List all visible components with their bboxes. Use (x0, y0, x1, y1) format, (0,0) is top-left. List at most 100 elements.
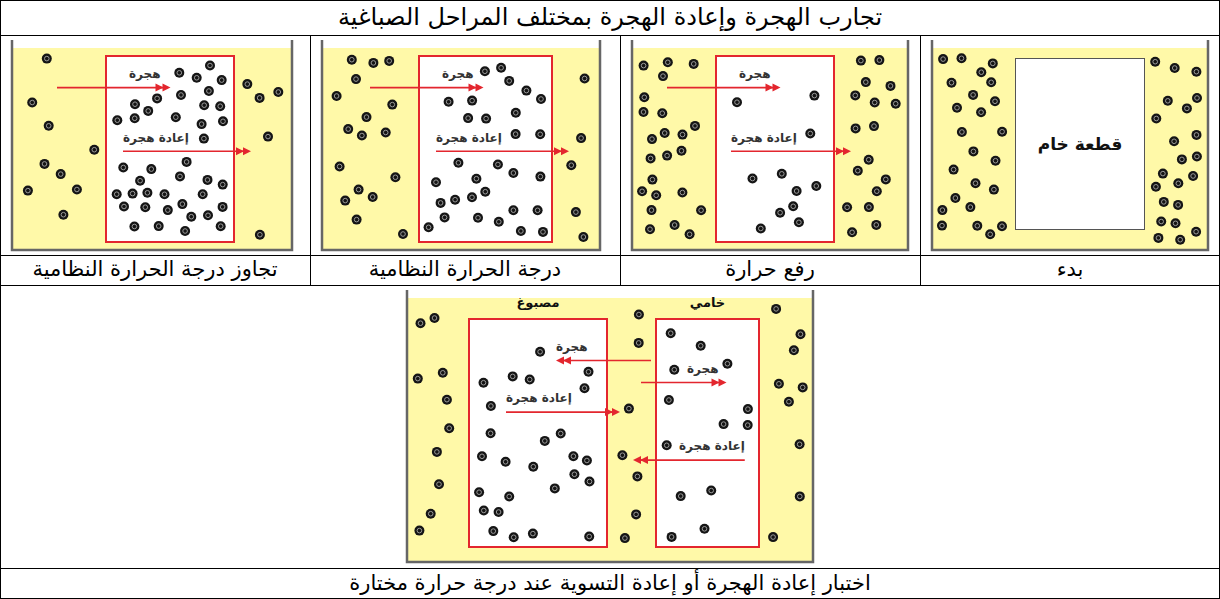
molecule-body (203, 210, 213, 220)
molecule-highlight (466, 116, 471, 121)
dye-molecule (143, 106, 153, 116)
molecule-body (1163, 96, 1173, 106)
molecule-highlight (558, 431, 563, 436)
sample-heading: خامي (690, 295, 725, 312)
dye-molecule (218, 116, 228, 126)
dye-molecule (354, 185, 364, 195)
molecule-highlight (660, 111, 665, 116)
molecule-highlight (266, 134, 271, 139)
molecule-body (535, 347, 545, 357)
molecule-body (186, 212, 196, 222)
molecule-highlight (370, 195, 375, 200)
molecule-highlight (866, 157, 871, 162)
molecule-body (976, 67, 986, 77)
dye-molecule (516, 226, 526, 236)
dye-molecule (794, 217, 804, 227)
molecule-body (777, 169, 787, 179)
molecule-body (152, 93, 162, 103)
dye-molecule (771, 304, 781, 314)
dye-molecule (387, 100, 397, 110)
fabric-fill (468, 318, 608, 548)
dye-molecule (645, 224, 655, 234)
dye-molecule (997, 127, 1007, 137)
migration-arrow (556, 356, 651, 364)
molecule-body (511, 108, 521, 118)
molecule-highlight (426, 225, 431, 230)
molecule-body (217, 75, 227, 85)
dye-molecule (347, 55, 357, 65)
dye-molecule (1191, 227, 1201, 237)
molecule-highlight (432, 316, 437, 321)
dye-molecule (853, 166, 863, 176)
molecule-body (952, 103, 962, 113)
molecule-highlight (893, 101, 898, 106)
molecule-highlight (531, 531, 536, 536)
molecule-body (847, 227, 857, 237)
molecule-highlight (853, 126, 858, 131)
molecule-highlight (725, 361, 730, 366)
molecule-highlight (1172, 139, 1177, 144)
dye-molecule (508, 168, 518, 178)
molecule-body (774, 379, 784, 389)
molecule-highlight (586, 370, 591, 375)
dye-molecule (255, 230, 265, 240)
dye-molecule (768, 532, 778, 542)
molecule-highlight (955, 106, 960, 111)
dye-molecule (777, 169, 787, 179)
molecule-highlight (702, 527, 707, 532)
molecule-highlight (699, 208, 704, 213)
stage-caption: درجة الحرارة النظامية (369, 256, 561, 283)
molecule-body (968, 90, 978, 100)
molecule-highlight (636, 341, 641, 346)
molecule-highlight (491, 529, 496, 534)
molecule-highlight (258, 232, 263, 237)
molecule-body (481, 114, 491, 124)
molecule-body (440, 212, 450, 222)
fabric-sample-box: هجرةإعادة هجرة (418, 55, 553, 243)
molecule-highlight (1162, 200, 1167, 205)
dye-molecule (203, 175, 213, 185)
molecule-highlight (778, 210, 783, 215)
molecule-body (508, 205, 518, 215)
molecule-body (1175, 235, 1185, 245)
molecule-highlight (483, 189, 488, 194)
molecule-highlight (864, 80, 869, 85)
molecule-highlight (1176, 203, 1181, 208)
molecule-highlight (1000, 129, 1005, 134)
dye-molecule (952, 103, 962, 113)
dye-molecule (1188, 171, 1198, 181)
table-rule (0, 568, 1220, 569)
molecule-highlight (484, 116, 489, 121)
stage-caption: رفع حرارة (725, 256, 815, 283)
beakers (12, 40, 1208, 562)
molecule-body (142, 188, 152, 198)
dye-molecule (186, 212, 196, 222)
molecule-highlight (587, 479, 592, 484)
molecule-body (658, 71, 668, 81)
molecule-highlight (777, 382, 782, 387)
dye-molecule (477, 451, 487, 461)
molecule-highlight (489, 404, 494, 409)
title-cell: تجارب الهجرة وإعادة الهجرة بمختلف المراح… (0, 0, 1220, 35)
molecule-highlight (648, 227, 653, 232)
molecule-highlight (572, 472, 577, 477)
dye-molecule (129, 222, 139, 232)
molecule-body (434, 479, 444, 489)
dye-molecule (584, 532, 594, 542)
dye-molecule (204, 86, 214, 96)
molecule-highlight (771, 535, 776, 540)
molecule-body (516, 226, 526, 236)
dye-molecule (442, 395, 452, 405)
molecule-highlight (812, 93, 817, 98)
molecule-highlight (371, 61, 376, 66)
molecule-body (160, 189, 170, 199)
dye-molecule (651, 190, 661, 200)
dye-molecule (696, 341, 706, 351)
molecule-body (869, 121, 879, 131)
molecule-highlight (507, 494, 512, 499)
dye-molecule (199, 134, 209, 144)
dye-molecule (756, 224, 766, 234)
arrow-shaft (731, 150, 848, 152)
molecule-highlight (971, 149, 976, 154)
molecule-highlight (634, 512, 639, 517)
